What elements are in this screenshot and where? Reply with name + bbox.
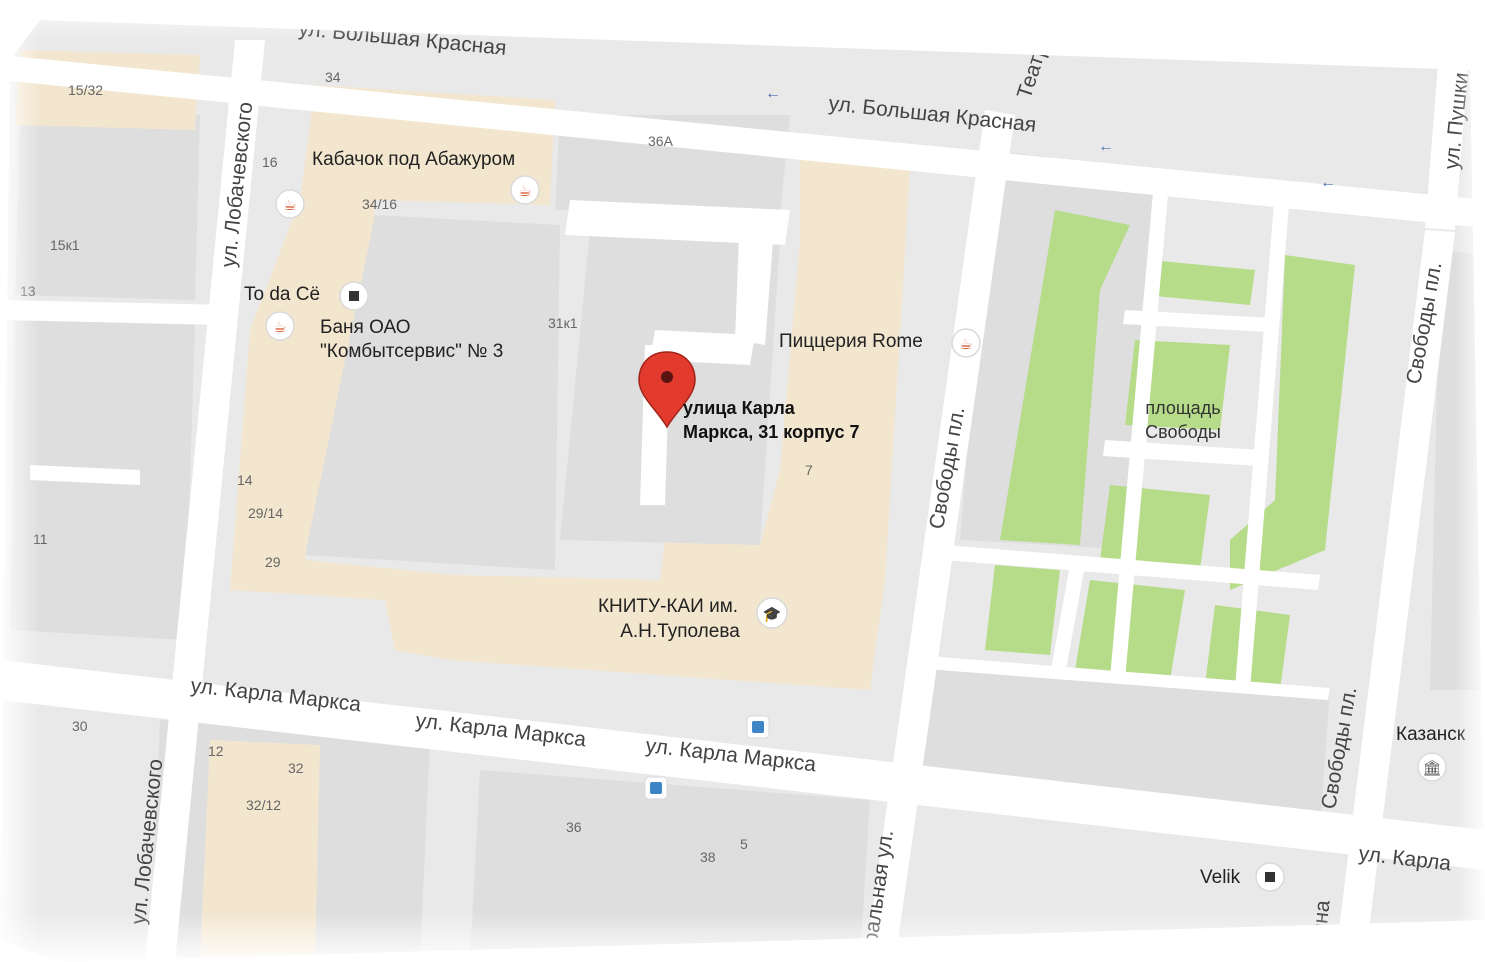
pin-dot — [661, 371, 673, 383]
building-number: 13 — [20, 283, 36, 299]
shop-icon-glyph — [349, 291, 359, 301]
place-label: Velik — [1200, 867, 1241, 888]
restaurant-icon-glyph: ☕ — [283, 197, 296, 214]
bus-stop[interactable] — [746, 715, 770, 739]
place-label: А.Н.Туполева — [620, 621, 740, 642]
place-label: To da Cё — [244, 284, 320, 305]
park-bottom-left — [985, 565, 1060, 655]
building-number: 5 — [740, 836, 748, 852]
university-icon-glyph: 🎓 — [763, 606, 782, 623]
building-number: 32/12 — [246, 797, 281, 813]
shop-icon-glyph — [1265, 872, 1275, 882]
building-number: 15/32 — [68, 82, 103, 98]
building-number: 36А — [648, 133, 674, 149]
one-way-arrow-icon: ← — [1098, 138, 1114, 155]
place-label: Баня ОАО — [320, 317, 411, 338]
building-number: 29 — [265, 554, 281, 570]
place-label: Свободы — [1145, 422, 1221, 442]
building-number: 36 — [566, 819, 582, 835]
bus-stop[interactable] — [644, 776, 668, 800]
building-number: 15к1 — [50, 237, 80, 253]
building-number: 34/16 — [362, 196, 397, 212]
one-way-arrow-icon: ← — [765, 85, 781, 102]
one-way-arrow-icon: ← — [1320, 174, 1336, 191]
place-label: Пиццерия Rome — [779, 331, 923, 352]
restaurant-icon-glyph: ☕ — [959, 336, 972, 353]
place-label: площадь — [1145, 398, 1220, 418]
building-number: 38 — [700, 849, 716, 865]
building-number: 32 — [288, 760, 304, 776]
building-number: 7 — [805, 462, 813, 478]
place-label: Казанск — [1396, 724, 1466, 745]
bus-stop-icon-glyph — [752, 721, 764, 733]
courtyard — [305, 215, 780, 570]
place-label: "Комбытсервис" № 3 — [320, 341, 503, 362]
street-label: кина — [1307, 899, 1335, 946]
building-number: 29/14 — [248, 505, 283, 521]
museum-icon-glyph: 🏛 — [1422, 760, 1441, 777]
restaurant-icon-glyph: ☕ — [273, 319, 286, 336]
building-number: 31к1 — [548, 315, 578, 331]
building-number: 30 — [72, 718, 88, 734]
place-label: Кабачок под Абажуром — [312, 149, 515, 170]
park-middle — [1100, 485, 1210, 570]
place-label: КНИТУ-КАИ им. — [598, 596, 738, 617]
pin-label: Маркса, 31 корпус 7 — [683, 422, 859, 442]
place-restaurant-lobachevskogo[interactable]: ☕ — [275, 189, 305, 219]
pin-label: улица Карла — [683, 398, 796, 418]
building-number: 16 — [262, 154, 278, 170]
block-west-1 — [15, 110, 200, 300]
building-number: 14 — [237, 472, 253, 488]
block-south-middle — [470, 770, 870, 960]
bus-stop-icon-glyph — [650, 782, 662, 794]
restaurant-icon-glyph: ☕ — [518, 183, 531, 200]
building-number: 11 — [33, 531, 48, 547]
building-number: 12 — [208, 743, 224, 759]
building-number: 34 — [325, 69, 341, 85]
